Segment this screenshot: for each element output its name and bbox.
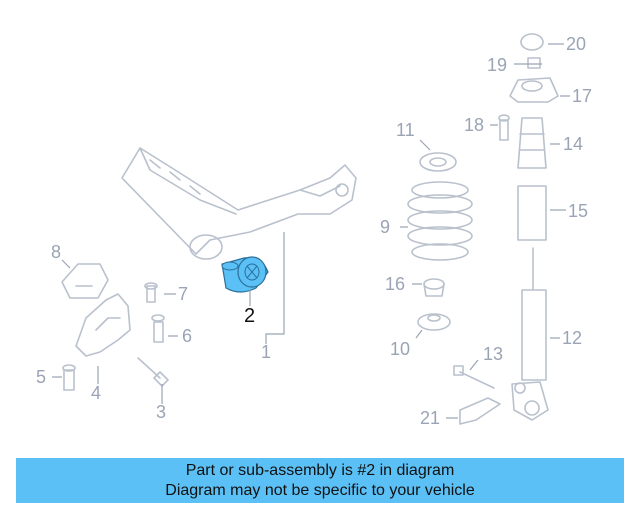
bump-stop-part-14[interactable] [517, 117, 547, 169]
callout-21[interactable]: 21 [420, 408, 440, 428]
callout-16[interactable]: 16 [385, 274, 405, 294]
callout-12[interactable]: 12 [562, 328, 582, 348]
parts-diagram: 20 19 17 18 11 14 15 9 8 16 7 2 6 12 10 … [36, 33, 592, 428]
bolt-part-13[interactable] [453, 365, 495, 389]
callout-1[interactable]: 1 [261, 342, 271, 362]
callout-4[interactable]: 4 [91, 383, 101, 403]
bolt-part-18[interactable] [498, 114, 510, 141]
callout-19[interactable]: 19 [487, 55, 507, 75]
callout-13[interactable]: 13 [483, 344, 503, 364]
banner-line-disclaimer: Diagram may not be specific to your vehi… [165, 481, 475, 499]
plate-part-8[interactable] [61, 263, 109, 299]
callout-6[interactable]: 6 [182, 326, 192, 346]
callout-10[interactable]: 10 [390, 339, 410, 359]
info-banner: Part or sub-assembly is #2 in diagram Di… [16, 458, 624, 503]
spring-pad-part-16[interactable] [423, 278, 445, 297]
bolt-part-6[interactable] [151, 314, 165, 343]
callout-14[interactable]: 14 [563, 134, 583, 154]
spring-seat-part-11[interactable] [419, 152, 457, 172]
callout-17[interactable]: 17 [572, 86, 592, 106]
dust-boot-part-15[interactable] [517, 185, 547, 241]
callout-15[interactable]: 15 [568, 201, 588, 221]
callout-3[interactable]: 3 [156, 402, 166, 422]
rear-axle-beam[interactable] [121, 147, 357, 260]
bolt-part-7[interactable] [144, 282, 158, 303]
callout-18[interactable]: 18 [464, 115, 484, 135]
callout-8[interactable]: 8 [51, 242, 61, 262]
bracket-part-21[interactable] [459, 397, 501, 425]
banner-line-part-number: Part or sub-assembly is #2 in diagram [185, 461, 455, 479]
shock-absorber-part-12[interactable] [511, 247, 549, 421]
callout-9[interactable]: 9 [380, 217, 390, 237]
callout-2-highlighted[interactable]: 2 [244, 305, 255, 327]
callout-11[interactable]: 11 [396, 120, 415, 140]
dust-cap-part-20[interactable] [520, 33, 544, 51]
callout-5[interactable]: 5 [36, 367, 46, 387]
leader-lines [52, 43, 570, 419]
coil-spring-part-9[interactable] [407, 181, 473, 261]
callout-7[interactable]: 7 [178, 284, 188, 304]
bracket-part-4[interactable] [75, 293, 131, 357]
bolt-part-5[interactable] [62, 364, 76, 391]
callout-20[interactable]: 20 [566, 34, 586, 54]
nut-part-19[interactable] [527, 57, 541, 69]
lower-seat-part-10[interactable] [417, 313, 451, 331]
bolt-part-3[interactable] [137, 357, 169, 387]
upper-mount-part-17[interactable] [509, 77, 559, 103]
axle-bushing-highlighted[interactable] [221, 256, 269, 293]
